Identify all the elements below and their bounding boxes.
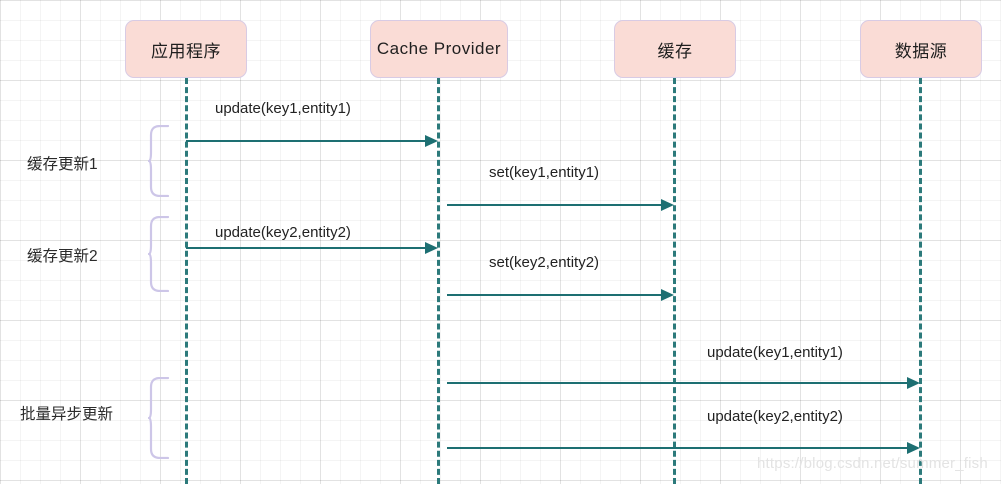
- message-arrow-m2: [447, 204, 664, 206]
- message-arrow-m5: [447, 382, 910, 384]
- message-arrowhead-m1: [425, 135, 438, 147]
- actor-box-data-source[interactable]: 数据源: [860, 20, 982, 78]
- message-arrow-m6: [447, 447, 910, 449]
- group-brace-g1: [148, 125, 170, 197]
- message-arrow-m1: [186, 140, 428, 142]
- group-label-cache-update-2: 缓存更新2: [27, 248, 98, 265]
- message-label-m4: set(key2,entity2): [489, 254, 600, 271]
- message-label-m5: update(key1,entity1): [707, 344, 843, 361]
- group-brace-g3: [148, 377, 170, 459]
- message-arrowhead-m6: [907, 442, 920, 454]
- actor-box-app[interactable]: 应用程序: [125, 20, 247, 78]
- message-label-m1: update(key1,entity1): [215, 100, 351, 117]
- group-label-cache-update-1: 缓存更新1: [27, 156, 98, 173]
- message-arrow-m3: [186, 247, 428, 249]
- actor-box-cache-provider[interactable]: Cache Provider: [370, 20, 508, 78]
- actor-label-data-source: 数据源: [894, 41, 948, 61]
- lifeline-data-source: [919, 78, 922, 484]
- message-arrowhead-m2: [661, 199, 674, 211]
- actor-label-app: 应用程序: [151, 41, 221, 61]
- message-label-m3: update(key2,entity2): [215, 224, 351, 241]
- lifeline-cache-provider: [437, 78, 440, 484]
- lifeline-cache: [673, 78, 676, 484]
- message-label-m2: set(key1,entity1): [489, 164, 600, 181]
- message-arrowhead-m3: [425, 242, 438, 254]
- message-arrowhead-m5: [907, 377, 920, 389]
- watermark-text: https://blog.csdn.net/summer_fish: [757, 455, 988, 472]
- message-arrow-m4: [447, 294, 664, 296]
- group-brace-g2: [148, 216, 170, 292]
- message-arrowhead-m4: [661, 289, 674, 301]
- group-label-batch-async-update: 批量异步更新: [20, 406, 114, 423]
- actor-box-cache[interactable]: 缓存: [614, 20, 736, 78]
- actor-label-cache-provider: Cache Provider: [376, 39, 502, 58]
- message-label-m6: update(key2,entity2): [707, 408, 843, 425]
- lifeline-app: [185, 78, 188, 484]
- actor-label-cache: 缓存: [657, 41, 693, 61]
